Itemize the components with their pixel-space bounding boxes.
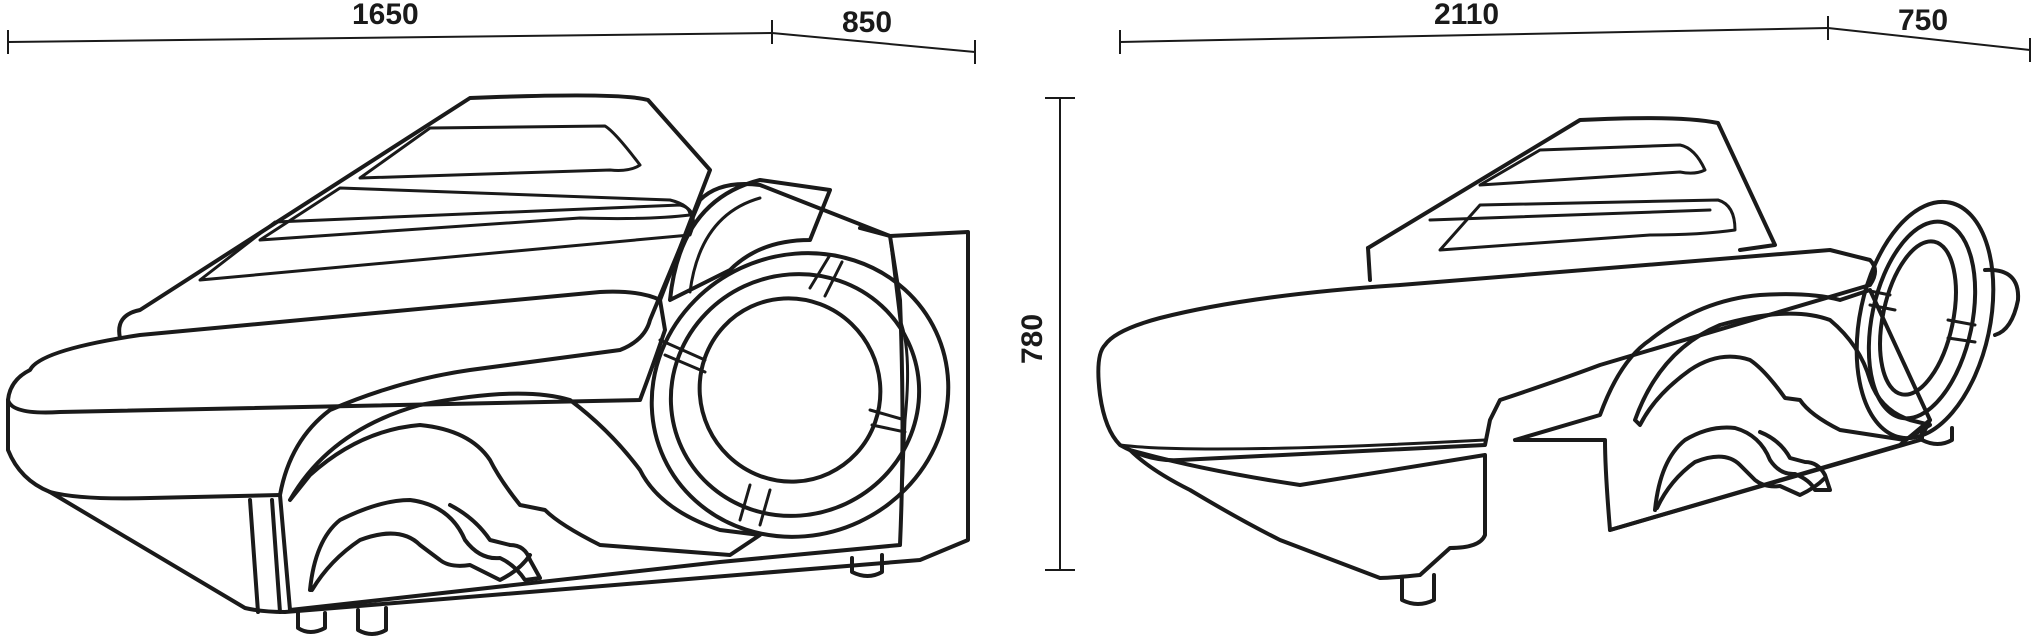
left-length-label: 1650 <box>352 0 419 31</box>
left-base-side <box>248 498 260 614</box>
right-depth-label: 750 <box>1898 4 1948 37</box>
right-back-cushion-1 <box>1478 143 1707 187</box>
left-back-cushion-1 <box>358 124 642 180</box>
height-dimension: 780 <box>1016 97 1075 571</box>
right-back-lower <box>1366 246 1372 282</box>
unfolded-sofa-drawing: 2110 750 <box>1096 0 2031 606</box>
left-seat-base <box>48 490 282 501</box>
height-label: 780 <box>1016 314 1049 364</box>
left-seat-front <box>6 226 970 614</box>
right-armrest-ring <box>1854 199 2021 441</box>
left-backrest <box>117 93 712 340</box>
right-foot-2 <box>1920 426 1954 446</box>
left-back-cushion-3 <box>198 203 695 282</box>
left-armrest-ring <box>649 251 951 539</box>
left-foot-2 <box>356 606 388 636</box>
left-back-cushion-2 <box>258 186 692 242</box>
left-foot-3 <box>850 553 884 578</box>
left-depth-label: 850 <box>842 6 892 39</box>
right-seat-edge <box>1118 438 1487 451</box>
right-side-front <box>1608 418 1932 532</box>
right-wave-tail <box>1655 454 1827 510</box>
folded-sofa-drawing: 1650 850 <box>6 0 976 636</box>
right-length-dimension: 2110 <box>1119 0 1829 54</box>
left-wave-lower <box>308 498 542 592</box>
left-side-panel <box>278 182 905 612</box>
left-armrest-top <box>668 178 832 302</box>
left-base-side-2 <box>270 498 282 614</box>
right-back-cushion-3 <box>1428 208 1712 222</box>
right-length-label: 2110 <box>1434 0 1499 31</box>
left-side-inner <box>888 234 910 547</box>
left-foot-1 <box>296 611 327 634</box>
left-wave-tail <box>310 531 532 592</box>
left-wave-upper <box>288 391 762 557</box>
right-back-cushion-2 <box>1438 198 1737 252</box>
right-side-panel <box>1513 288 1932 532</box>
left-length-dimension: 1650 <box>7 0 773 54</box>
left-depth-dimension: 850 <box>771 6 976 64</box>
right-depth-dimension: 750 <box>1827 4 2031 62</box>
right-seat-front <box>1128 448 1487 580</box>
right-foot-1 <box>1400 573 1436 606</box>
right-wave-upper <box>1633 311 1932 442</box>
left-seat-top <box>6 289 667 415</box>
right-backrest <box>1366 116 1777 252</box>
right-seat-top <box>1096 248 1877 463</box>
right-wave-lower <box>1653 425 1832 512</box>
